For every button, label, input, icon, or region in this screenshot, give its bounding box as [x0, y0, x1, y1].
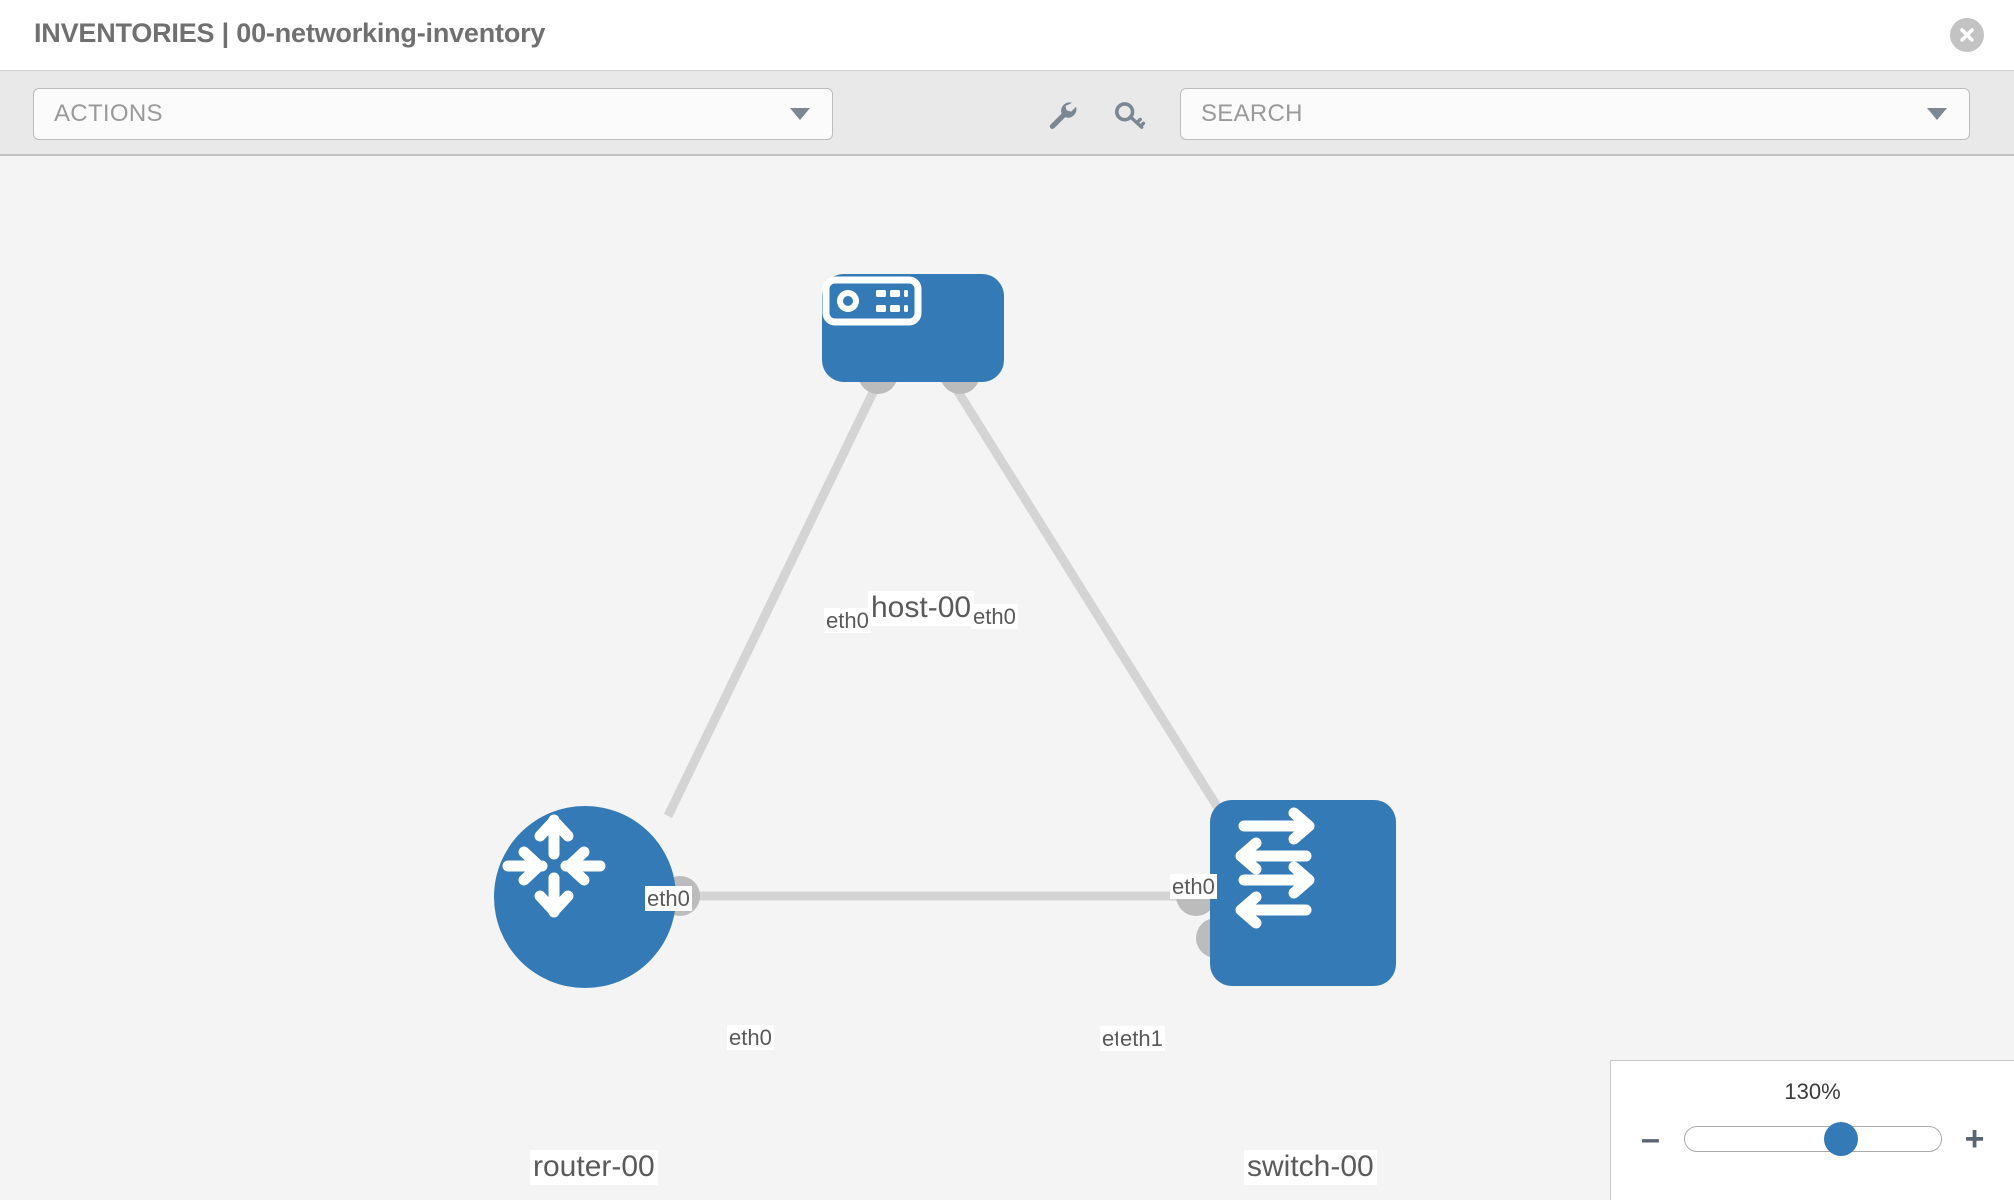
- edge-label: eth1: [1118, 1026, 1165, 1052]
- zoom-slider-thumb[interactable]: [1823, 1122, 1858, 1156]
- node-host-00[interactable]: [822, 274, 1004, 382]
- page-title: INVENTORIES | 00-networking-inventory: [34, 18, 546, 48]
- zoom-in-button[interactable]: +: [1964, 1120, 1985, 1158]
- edge-label: eth0: [727, 1025, 774, 1051]
- actions-dropdown[interactable]: ACTIONS: [33, 88, 833, 140]
- zoom-controls-row: – +: [1611, 1117, 2014, 1161]
- edge-label: eth0: [824, 608, 871, 634]
- actions-dropdown-label: ACTIONS: [54, 100, 163, 127]
- topology-links: [663, 379, 1232, 901]
- key-icon[interactable]: [1108, 97, 1152, 133]
- server-icon: [822, 276, 922, 326]
- zoom-slider[interactable]: [1683, 1122, 1942, 1156]
- node-label-host-00: host-00: [868, 591, 975, 626]
- topology-canvas[interactable]: eth0 eth0 eth0 eth0 eth0 eth eth1 host-0…: [0, 156, 2014, 1200]
- close-icon[interactable]: [1950, 18, 1984, 52]
- router-icon: [502, 814, 606, 918]
- node-switch-00[interactable]: [1210, 800, 1396, 986]
- chevron-down-icon: [790, 108, 810, 120]
- link-lines: [663, 379, 1232, 901]
- page-header: INVENTORIES | 00-networking-inventory: [0, 0, 2014, 70]
- search-chevron-down-icon[interactable]: [1927, 108, 1947, 120]
- node-label-router-00: router-00: [530, 1150, 658, 1185]
- edge-label: eth0: [645, 886, 692, 912]
- link-host-switch[interactable]: [948, 379, 1232, 827]
- switch-icon: [1235, 807, 1315, 929]
- toolbar: ACTIONS: [0, 70, 2014, 156]
- zoom-level-value: 130%: [1784, 1079, 1841, 1104]
- wrench-glyph: [1049, 102, 1077, 130]
- edge-label: eth0: [1170, 874, 1217, 900]
- link-host-router[interactable]: [663, 380, 883, 818]
- zoom-control-panel: 130% – +: [1610, 1060, 2014, 1200]
- close-x-glyph: [1960, 28, 1974, 42]
- search-input[interactable]: [1201, 100, 1801, 128]
- zoom-out-button[interactable]: –: [1641, 1120, 1660, 1158]
- node-label-switch-00: switch-00: [1244, 1150, 1377, 1185]
- wrench-icon[interactable]: [1040, 97, 1084, 133]
- search-field[interactable]: [1180, 88, 1970, 140]
- key-glyph: [1115, 102, 1146, 129]
- edge-label: eth0: [971, 604, 1018, 630]
